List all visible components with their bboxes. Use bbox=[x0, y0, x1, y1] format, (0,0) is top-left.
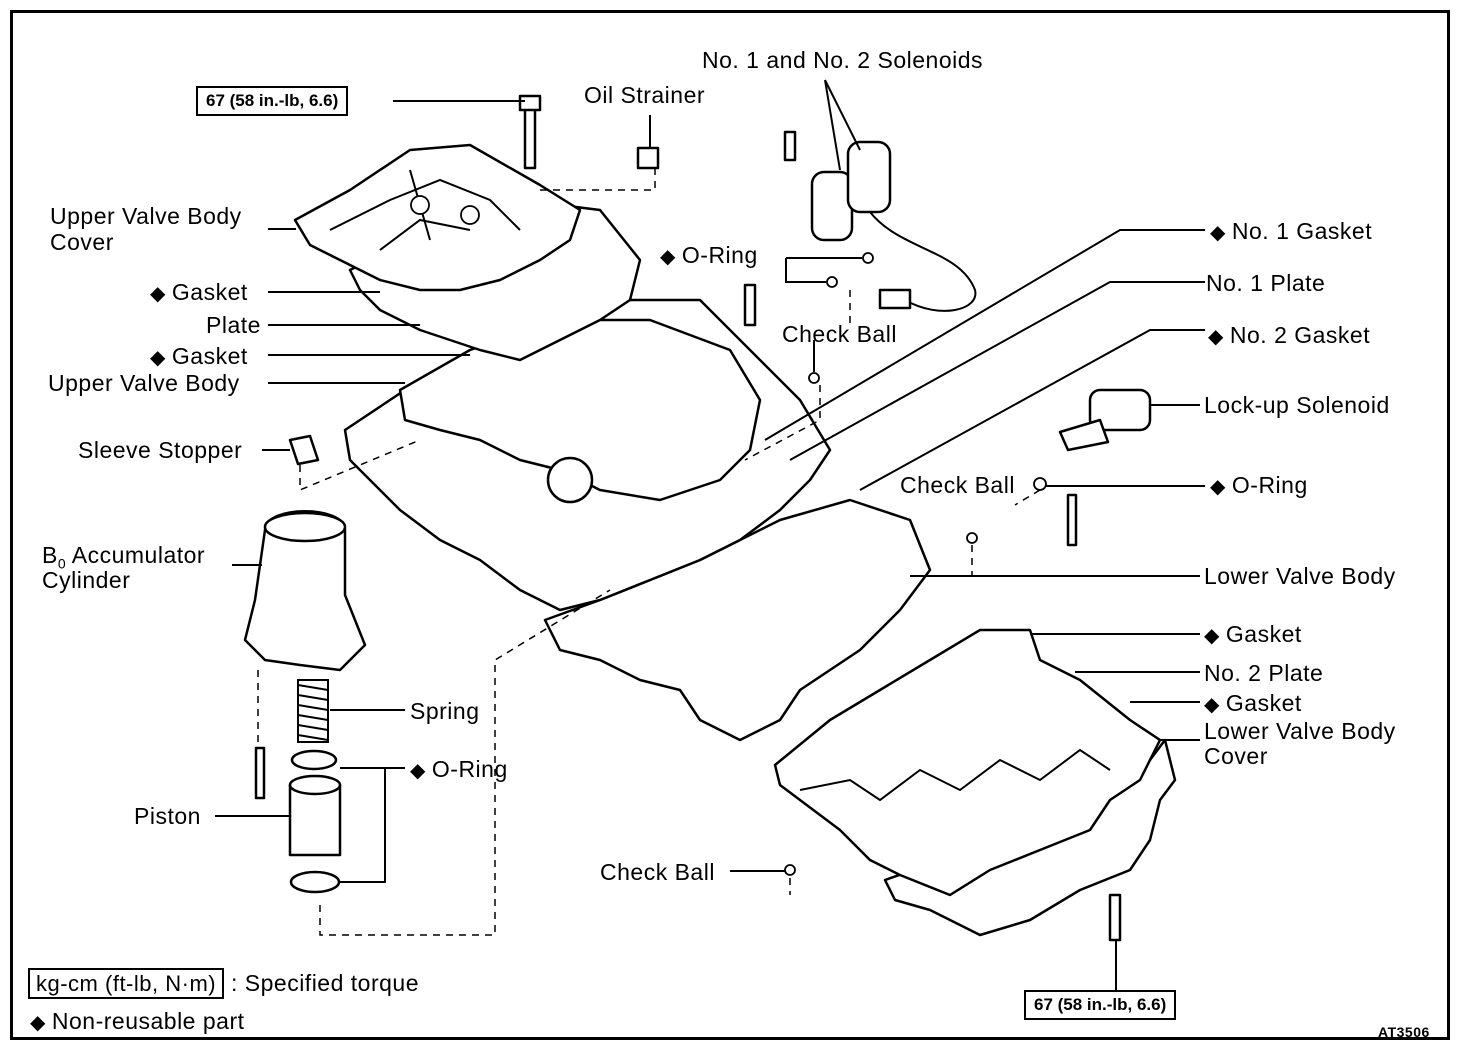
leader-lines bbox=[215, 79, 1205, 990]
label-oring-top: ◆O-Ring bbox=[660, 242, 758, 268]
label-lower-valve-body: Lower Valve Body bbox=[1204, 563, 1396, 589]
label-plate: Plate bbox=[206, 312, 261, 338]
check-ball-bottom-shape bbox=[784, 864, 796, 876]
label-no1-plate: No. 1 Plate bbox=[1206, 270, 1326, 296]
diamond-icon: ◆ bbox=[1210, 476, 1226, 498]
label-no1-gasket: ◆No. 1 Gasket bbox=[1210, 218, 1373, 244]
oring-lower-shape bbox=[289, 870, 341, 894]
solenoid-connector-shape bbox=[878, 288, 912, 310]
label-lower-valve-body-cover-1: Lower Valve Body bbox=[1204, 718, 1396, 744]
alignment-lines bbox=[257, 168, 1041, 936]
label-oil-strainer: Oil Strainer bbox=[584, 82, 706, 108]
lockup-solenoid-shape bbox=[1088, 388, 1152, 432]
check-ball-mid-shape bbox=[966, 532, 978, 544]
oring-upper-shape bbox=[290, 749, 338, 771]
legend-torque: kg-cm (ft-lb, N·m) : Specified torque bbox=[28, 968, 419, 999]
label-sleeve-stopper: Sleeve Stopper bbox=[78, 437, 243, 463]
solenoid-2-shape bbox=[846, 140, 892, 214]
sleeve-stopper-shape bbox=[288, 434, 320, 466]
torque-spec-top: 67 (58 in.-lb, 6.6) bbox=[196, 86, 349, 116]
figure-code: AT3506 bbox=[1378, 1024, 1430, 1040]
label-upper-valve-body-cover-2: Cover bbox=[50, 229, 114, 255]
bolt-top-shape bbox=[523, 106, 537, 170]
legend-unit-text: : Specified torque bbox=[230, 970, 419, 996]
diamond-icon: ◆ bbox=[410, 760, 426, 782]
diamond-icon: ◆ bbox=[150, 347, 166, 369]
oil-strainer-shape bbox=[636, 146, 660, 170]
label-check-ball-mid: Check Ball bbox=[900, 472, 1015, 498]
label-check-ball-bottom: Check Ball bbox=[600, 859, 715, 885]
label-oring-left: ◆O-Ring bbox=[410, 756, 508, 782]
label-piston: Piston bbox=[134, 803, 201, 829]
label-oring-right: ◆O-Ring bbox=[1210, 472, 1308, 498]
no2-plate-shape bbox=[773, 628, 1162, 897]
diamond-icon: ◆ bbox=[660, 246, 676, 268]
check-ball-top-shape bbox=[808, 372, 820, 384]
upper-valve-body-cover-shape bbox=[293, 143, 582, 292]
valve-cap-shape bbox=[546, 456, 594, 504]
label-upper-valve-body: Upper Valve Body bbox=[48, 370, 240, 396]
label-solenoids: No. 1 and No. 2 Solenoids bbox=[702, 47, 984, 73]
torque-spec-bottom: 67 (58 in.-lb, 6.6) bbox=[1024, 990, 1177, 1020]
label-accumulator-1: B0 Accumulator bbox=[42, 542, 206, 572]
label-accumulator-2: Cylinder bbox=[42, 567, 131, 593]
diamond-icon: ◆ bbox=[30, 1012, 46, 1034]
diamond-icon: ◆ bbox=[1204, 694, 1220, 716]
diamond-icon: ◆ bbox=[1204, 625, 1220, 647]
label-no2-plate: No. 2 Plate bbox=[1204, 660, 1324, 686]
label-no2-gasket: ◆No. 2 Gasket bbox=[1208, 322, 1371, 348]
label-upper-valve-body-cover-1: Upper Valve Body bbox=[50, 203, 242, 229]
diagram-frame bbox=[10, 10, 1450, 1040]
upper-valve-body-shape bbox=[398, 318, 762, 502]
label-gasket-d: ◆Gasket bbox=[1204, 690, 1302, 716]
label-gasket-c: ◆Gasket bbox=[1204, 621, 1302, 647]
label-gasket-b: ◆Gasket bbox=[150, 343, 248, 369]
piston-shape bbox=[288, 783, 342, 857]
lower-valve-body-shape bbox=[543, 498, 932, 742]
oring-right-shape bbox=[1033, 477, 1047, 491]
legend-nonreusable: ◆Non-reusable part bbox=[30, 1008, 245, 1034]
label-lockup-solenoid: Lock-up Solenoid bbox=[1204, 392, 1390, 418]
label-check-ball-top: Check Ball bbox=[782, 321, 897, 347]
legend-unit-box: kg-cm (ft-lb, N·m) bbox=[28, 968, 225, 999]
solenoid-1-shape bbox=[810, 170, 854, 242]
diamond-icon: ◆ bbox=[1210, 222, 1226, 244]
spring-shape bbox=[297, 684, 329, 741]
diamond-icon: ◆ bbox=[150, 283, 166, 305]
label-spring: Spring bbox=[410, 698, 480, 724]
diamond-icon: ◆ bbox=[1208, 326, 1224, 348]
label-lower-valve-body-cover-2: Cover bbox=[1204, 743, 1268, 769]
label-gasket-a: ◆Gasket bbox=[150, 279, 248, 305]
